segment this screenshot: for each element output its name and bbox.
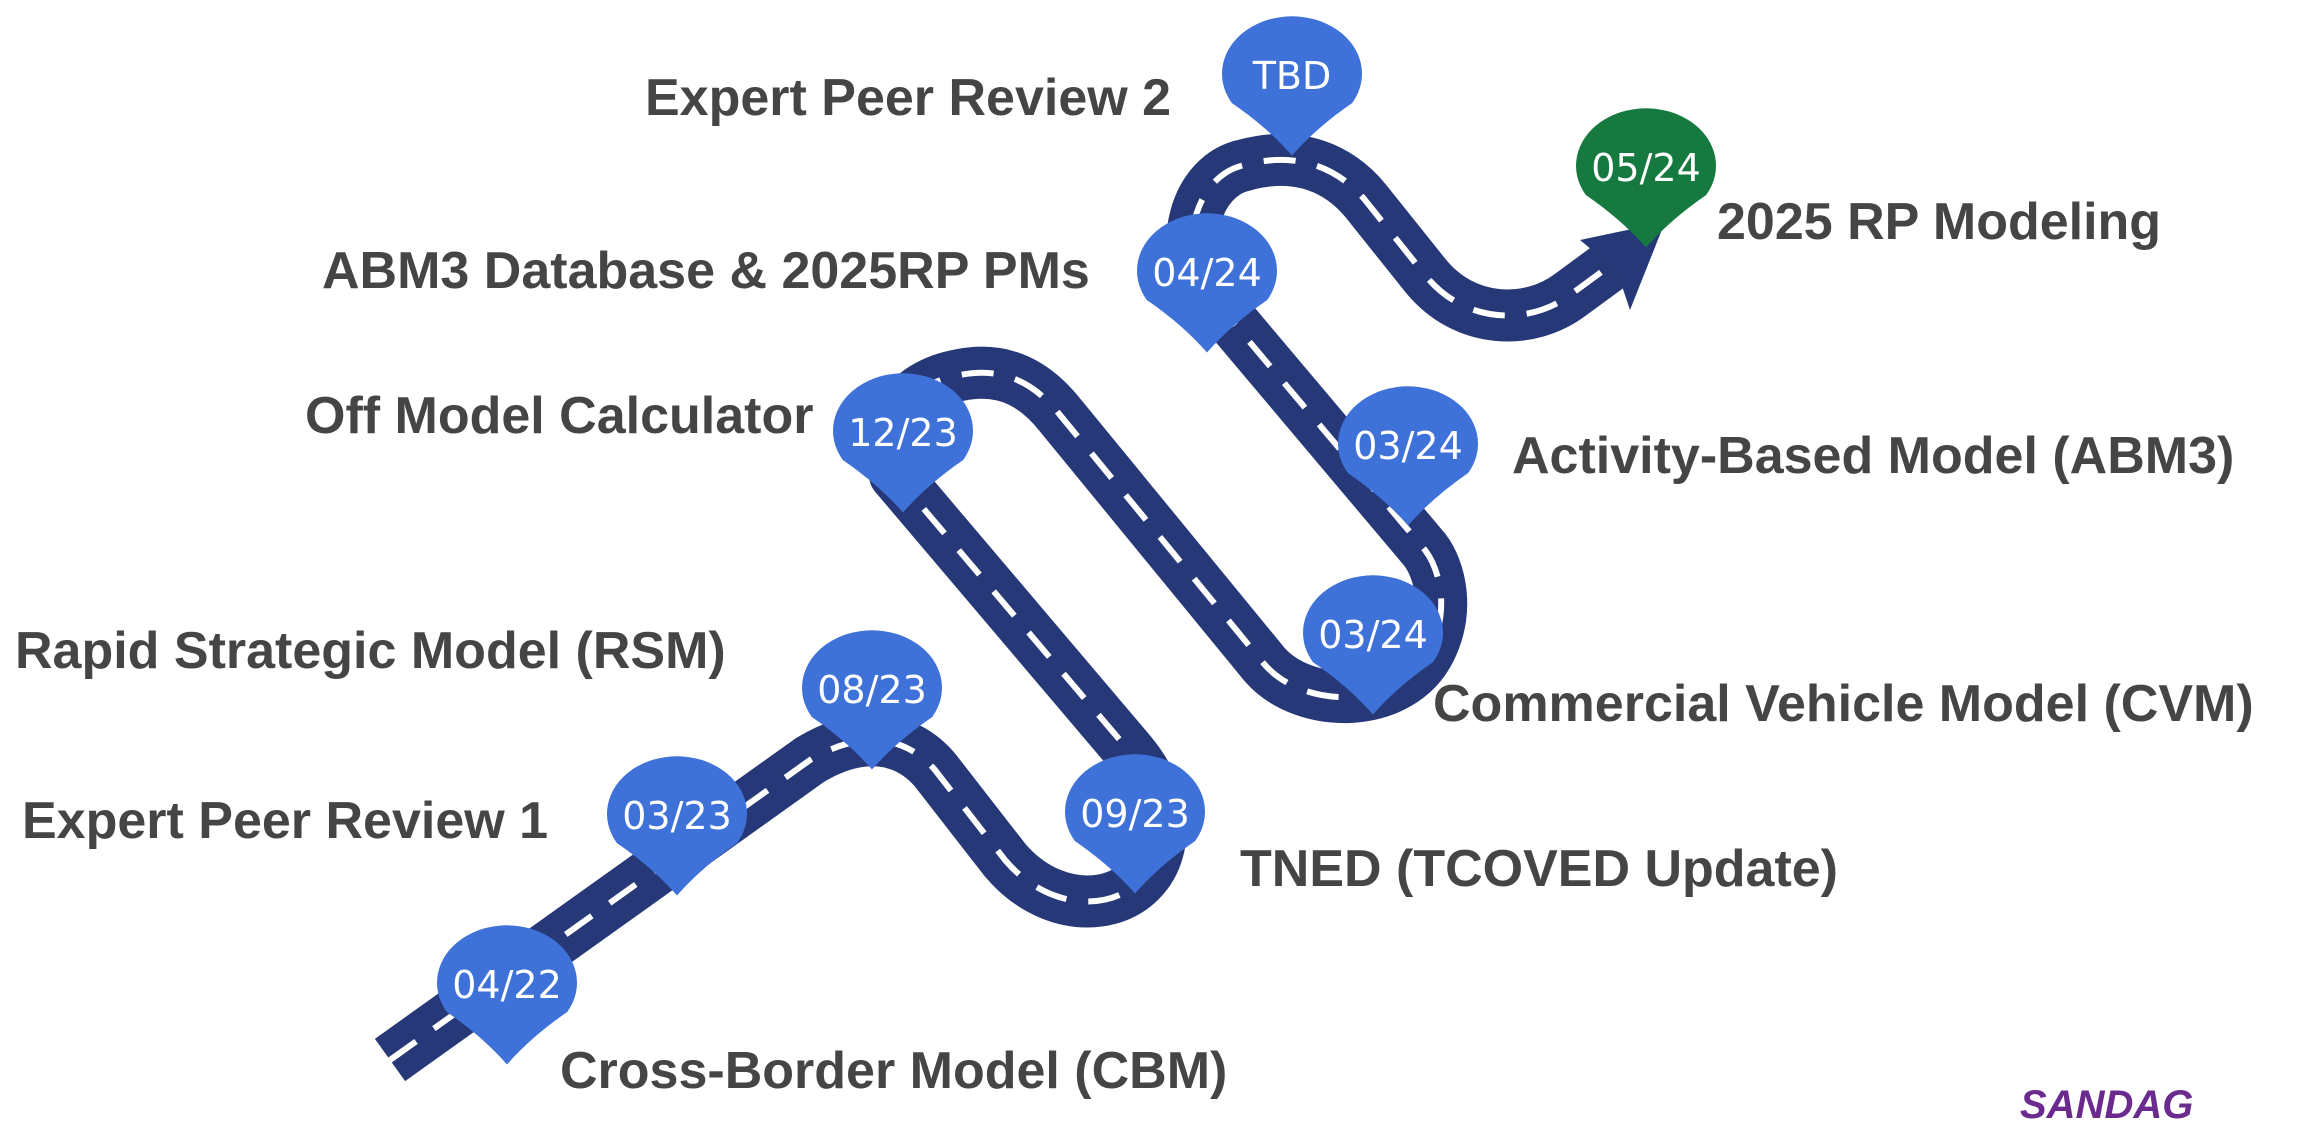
- map-pin-icon: [1303, 575, 1443, 715]
- milestone-date: 04/24: [1152, 251, 1262, 295]
- map-pin-icon: [1137, 213, 1277, 353]
- milestone-date: 04/22: [452, 963, 562, 1007]
- milestone-label-expert-peer-review-2: Expert Peer Review 2: [645, 69, 1172, 127]
- map-pin-icon: [436, 925, 578, 1065]
- roadmap-road: 04/22 03/23 08/23 09/23 12/23 03/24 03/24 04/24…: [374, 16, 1716, 1082]
- milestone-pin: TBD: [1222, 16, 1362, 156]
- milestone-pin: 03/24: [1338, 386, 1478, 526]
- milestone-label-2025-rp-modeling: 2025 RP Modeling: [1717, 193, 2162, 251]
- map-pin-icon: [607, 756, 747, 896]
- milestone-date: 03/24: [1318, 613, 1428, 657]
- milestone-label-abm3: Activity-Based Model (ABM3): [1512, 427, 2235, 485]
- map-pin-icon: [1338, 386, 1478, 526]
- milestone-date: 09/23: [1080, 792, 1190, 836]
- milestone-date: 08/23: [817, 668, 927, 712]
- milestone-pin: 04/22: [436, 925, 578, 1065]
- milestone-date: 12/23: [848, 411, 958, 455]
- milestone-label-tned: TNED (TCOVED Update): [1240, 840, 1838, 898]
- milestone-label-cbm: Cross-Border Model (CBM): [560, 1042, 1228, 1100]
- milestone-label-cvm: Commercial Vehicle Model (CVM): [1433, 675, 2254, 733]
- milestone-date: 03/24: [1353, 424, 1463, 468]
- milestone-pin: 08/23: [802, 630, 942, 770]
- milestone-date: TBD: [1252, 54, 1332, 98]
- milestone-pin: 05/24: [1576, 108, 1716, 248]
- map-pin-icon: [1065, 754, 1205, 894]
- milestone-label-off-model-calculator: Off Model Calculator: [305, 387, 814, 445]
- map-pin-icon: [802, 630, 942, 770]
- map-pin-icon: [833, 373, 973, 513]
- milestone-date: 05/24: [1591, 146, 1701, 190]
- map-pin-icon: [1576, 108, 1716, 248]
- map-pin-icon: [1222, 16, 1362, 156]
- sandag-logo: SANDAG: [2020, 1083, 2194, 1127]
- milestone-pin: 03/24: [1303, 575, 1443, 715]
- milestone-label-rsm: Rapid Strategic Model (RSM): [15, 622, 726, 680]
- milestone-label-expert-peer-review-1: Expert Peer Review 1: [22, 792, 549, 850]
- milestone-pin: 03/23: [607, 756, 747, 896]
- milestone-pin: 04/24: [1137, 213, 1277, 353]
- milestone-pin: 12/23: [833, 373, 973, 513]
- milestone-pins: 04/22 03/23 08/23 09/23 12/23 03/24 03/24 04/24…: [436, 16, 1716, 1065]
- milestone-label-abm3-database: ABM3 Database & 2025RP PMs: [322, 242, 1090, 300]
- milestone-date: 03/23: [622, 794, 732, 838]
- milestone-pin: 09/23: [1065, 754, 1205, 894]
- road-path: [374, 133, 1631, 1082]
